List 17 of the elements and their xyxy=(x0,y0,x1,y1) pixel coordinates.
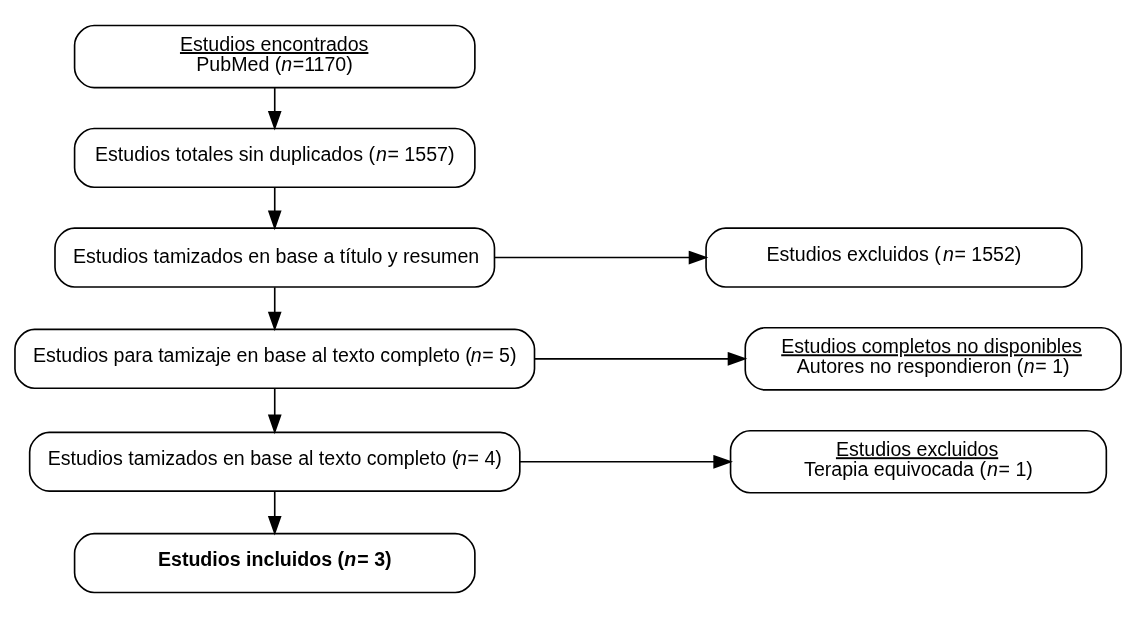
arrow xyxy=(267,87,282,131)
node-box: Estudios para tamizaje en base al texto completo (n= 5) xyxy=(14,328,536,390)
node-box: Estudios excluidos (n= 1552) xyxy=(705,227,1083,288)
node-box: Estudios completos no disponibles Autores no respondieron (n= 1) xyxy=(744,326,1122,391)
node-box: Estudios tamizados en base al texto completo (n= 4) xyxy=(28,431,521,492)
node-box: Estudios encontrados PubMed (n=1170) xyxy=(73,24,476,89)
node-box: Estudios totales sin duplicados (n= 1557) xyxy=(73,127,476,189)
arrow xyxy=(267,286,282,332)
node-box: Estudios excluidos Terapia equivocada (n= 1) xyxy=(729,429,1108,494)
arrow xyxy=(519,454,733,469)
arrow xyxy=(267,490,282,536)
node-box: Estudios incluidos (n= 3) xyxy=(73,532,476,594)
arrow xyxy=(534,351,748,366)
arrow xyxy=(267,186,282,231)
arrow xyxy=(267,387,282,435)
node-box: Estudios tamizados en base a título y resumen xyxy=(54,227,496,288)
arrow xyxy=(493,250,709,265)
